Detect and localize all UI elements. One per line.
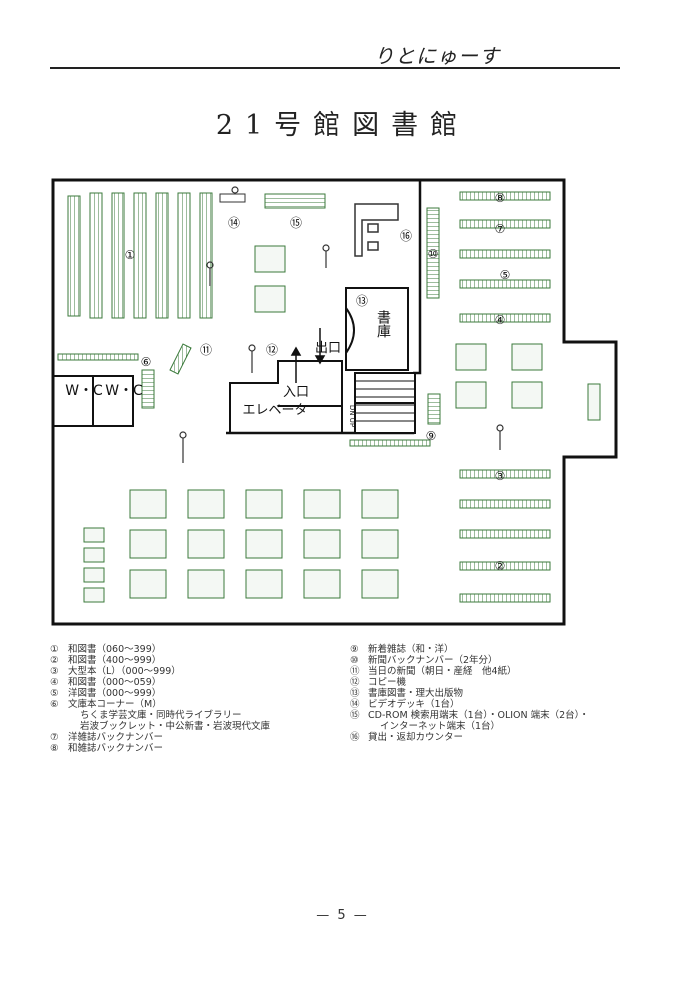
legend-item: ⑬ 書庫図書・理大出版物 — [350, 688, 640, 699]
marker-6: ⑥ — [141, 355, 152, 369]
legend-item: ⑭ ビデオデッキ（1台） — [350, 699, 640, 710]
legend-text: 和図書（000〜059） — [68, 677, 162, 688]
legend-num: ⑬ — [350, 688, 360, 699]
header-rule — [50, 67, 620, 69]
legend-text: 文庫本コーナー（M） — [68, 699, 162, 710]
legend-text: 和雑誌バックナンバー — [68, 743, 164, 754]
legend-text: 新着雑誌（和・洋） — [368, 644, 454, 655]
legend-text: 書庫図書・理大出版物 — [368, 688, 464, 699]
marker-1: ① — [125, 248, 136, 262]
legend-item: ① 和図書（060〜399） — [50, 644, 340, 655]
elevator-block — [229, 360, 343, 433]
legend-num: ⑧ — [50, 743, 59, 754]
legend-text: 和図書（400〜999） — [68, 655, 162, 666]
legend-right: ⑨ 新着雑誌（和・洋） ⑩ 新聞バックナンバー（2年分） ⑪ 当日の新聞（朝日・産経 … — [350, 644, 640, 743]
entrance-arrows — [290, 328, 326, 383]
stack-room-label: 書庫 — [375, 310, 391, 338]
legend-left: ① 和図書（060〜399） ② 和図書（400〜999） ③ 大型本（L）（000〜… — [50, 644, 340, 754]
marker-2: ② — [495, 559, 506, 573]
legend-item: ② 和図書（400〜999） — [50, 655, 340, 666]
marker-13: ⑬ — [356, 294, 368, 308]
legend-text: 貸出・返却カウンター — [368, 732, 464, 743]
staircase — [354, 372, 416, 434]
legend-item: ⑩ 新聞バックナンバー（2年分） — [350, 655, 640, 666]
marker-9: ⑨ — [426, 429, 437, 443]
legend-text: 新聞バックナンバー（2年分） — [368, 655, 498, 666]
legend-num: ⑭ — [350, 699, 360, 710]
people-figures — [179, 186, 504, 463]
marker-15: ⑮ — [290, 216, 302, 230]
legend-num: ① — [50, 644, 59, 655]
new-magazine-shelves — [349, 393, 441, 447]
floor-plan: W・C W・C 入口 出口 エレベータ 書庫 DN UP ① ② ③ ④ ⑤ ⑥… — [51, 178, 618, 626]
legend-item: ⑤ 洋図書（000〜999） — [50, 688, 340, 699]
legend-item: ⑯ 貸出・返却カウンター — [350, 732, 640, 743]
legend-num: ⑨ — [350, 644, 359, 655]
legend-text: 洋雑誌バックナンバー — [68, 732, 164, 743]
legend-item: ③ 大型本（L）（000〜999） — [50, 666, 340, 677]
legend-text: 大型本（L）（000〜999） — [68, 666, 181, 677]
newspaper-backnumber-shelf — [426, 207, 440, 299]
marker-16: ⑯ — [400, 229, 412, 243]
marker-11: ⑪ — [200, 343, 212, 357]
legend-item: ⑨ 新着雑誌（和・洋） — [350, 644, 640, 655]
page-title: 21号館図書館 — [215, 110, 470, 141]
wc-label-right: W・C — [105, 383, 143, 399]
legend-item: ⑪ 当日の新聞（朝日・産経 他4紙） — [350, 666, 640, 677]
legend-item: ⑥ 文庫本コーナー（M） — [50, 699, 340, 710]
side-seating — [83, 383, 601, 603]
marker-10: ⑩ — [428, 247, 439, 261]
marker-5: ⑤ — [500, 268, 511, 282]
newspaper-rack — [169, 343, 192, 375]
legend-num: ⑮ — [350, 710, 360, 721]
lending-counter — [354, 203, 399, 257]
legend-num: ⑪ — [350, 666, 360, 677]
legend-text: 洋図書（000〜999） — [68, 688, 162, 699]
marker-7: ⑦ — [495, 222, 506, 236]
marker-3: ③ — [495, 469, 506, 483]
newsletter-title: りとにゅーす — [374, 44, 500, 68]
marker-14: ⑭ — [228, 216, 240, 230]
marker-8: ⑧ — [495, 191, 506, 205]
legend-subtext: インターネット端末（1台） — [380, 721, 501, 732]
av-terminals — [219, 193, 326, 209]
legend-text: 当日の新聞（朝日・産経 他4紙） — [368, 666, 517, 677]
wc-label-left: W・C — [65, 383, 103, 399]
magazine-backnumber-shelves — [459, 191, 551, 603]
legend-text: コピー機 — [368, 677, 407, 688]
legend-subtext: 岩波ブックレット・中公新書・岩波現代文庫 — [80, 721, 271, 732]
legend-num: ⑥ — [50, 699, 59, 710]
marker-4: ④ — [495, 313, 506, 327]
legend-num: ④ — [50, 677, 59, 688]
legend-num: ③ — [50, 666, 59, 677]
legend-num: ⑤ — [50, 688, 59, 699]
legend-num: ② — [50, 655, 59, 666]
legend-item: ④ 和図書（000〜059） — [50, 677, 340, 688]
legend-item: ⑧ 和雑誌バックナンバー — [50, 743, 340, 754]
legend-item: ⑦ 洋雑誌バックナンバー — [50, 732, 340, 743]
legend-item: ⑮ CD-ROM 検索用端末（1台）・OLION 端末（2台）・ — [350, 710, 640, 721]
legend-subtext: ちくま学芸文庫・同時代ライブラリー — [80, 710, 242, 721]
legend-text: 和図書（060〜399） — [68, 644, 162, 655]
legend-text: CD-ROM 検索用端末（1台）・OLION 端末（2台）・ — [368, 710, 589, 721]
reading-tables — [129, 245, 543, 599]
marker-12: ⑫ — [266, 343, 278, 357]
shelves-japanese-books — [67, 192, 213, 319]
wc-rooms — [52, 375, 134, 427]
legend-num: ⑫ — [350, 677, 360, 688]
legend-item: ⑫ コピー機 — [350, 677, 640, 688]
legend-num: ⑯ — [350, 732, 360, 743]
page-header: りとにゅーす — [50, 40, 620, 70]
legend-text: ビデオデッキ（1台） — [368, 699, 460, 710]
elevator-label: エレベータ — [242, 403, 307, 418]
stack-room — [345, 287, 409, 371]
entrance-label: 入口 — [283, 385, 309, 400]
page-number: — 5 — — [316, 908, 369, 923]
legend-num: ⑦ — [50, 732, 59, 743]
location-markers: ① ② ③ ④ ⑤ ⑥ ⑦ ⑧ ⑨ ⑩ ⑪ ⑫ ⑬ ⑭ ⑮ ⑯ — [125, 191, 511, 573]
stairs-label: DN UP — [348, 405, 356, 427]
exit-label: 出口 — [315, 341, 341, 356]
legend-num: ⑩ — [350, 655, 359, 666]
paperback-shelf — [57, 353, 155, 409]
